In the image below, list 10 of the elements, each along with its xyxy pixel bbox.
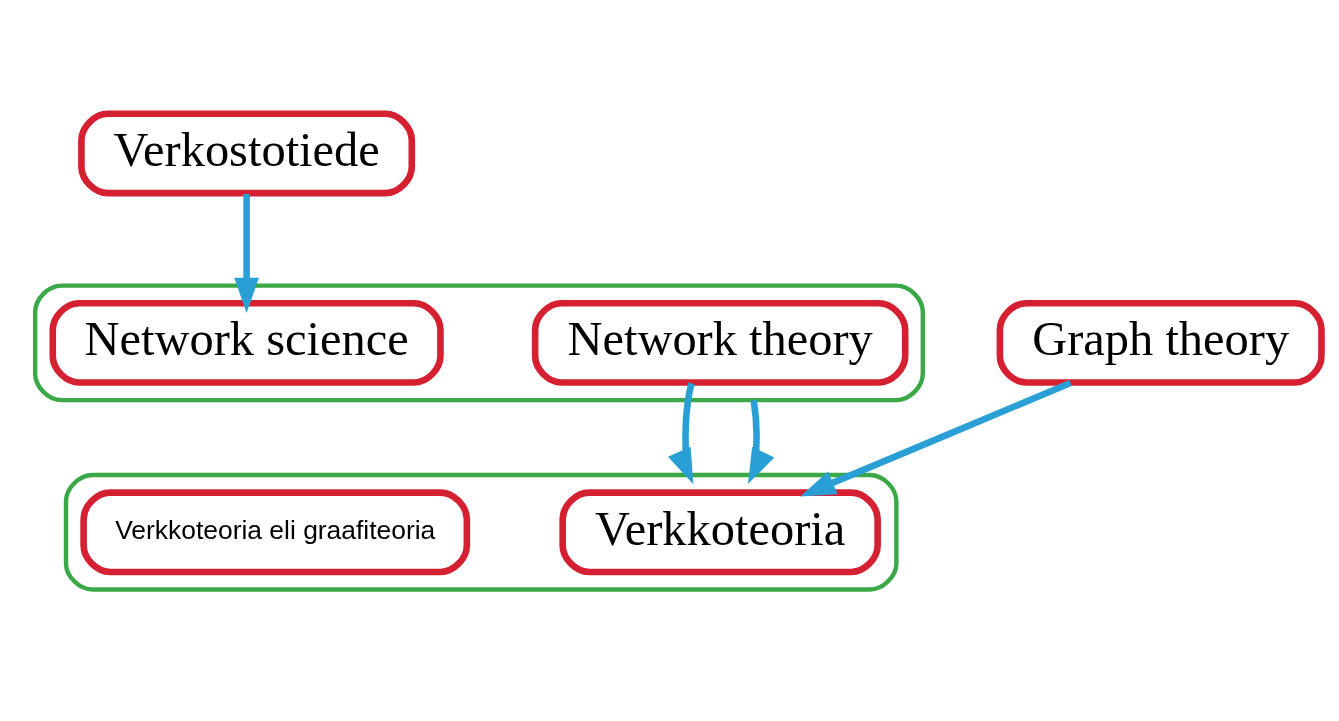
node-box: Graph theory	[996, 299, 1325, 386]
node-box: Network science	[49, 299, 444, 386]
node-box: Verkkoteoria eli graafiteoria	[80, 489, 471, 576]
arrow	[747, 399, 775, 485]
arrow	[667, 382, 695, 485]
node-box: Verkostotiede	[78, 110, 416, 197]
node-box: Network theory	[531, 299, 909, 386]
cluster	[32, 283, 925, 403]
arrow	[800, 379, 1072, 497]
node-box: Verkkoteoria	[559, 489, 881, 576]
